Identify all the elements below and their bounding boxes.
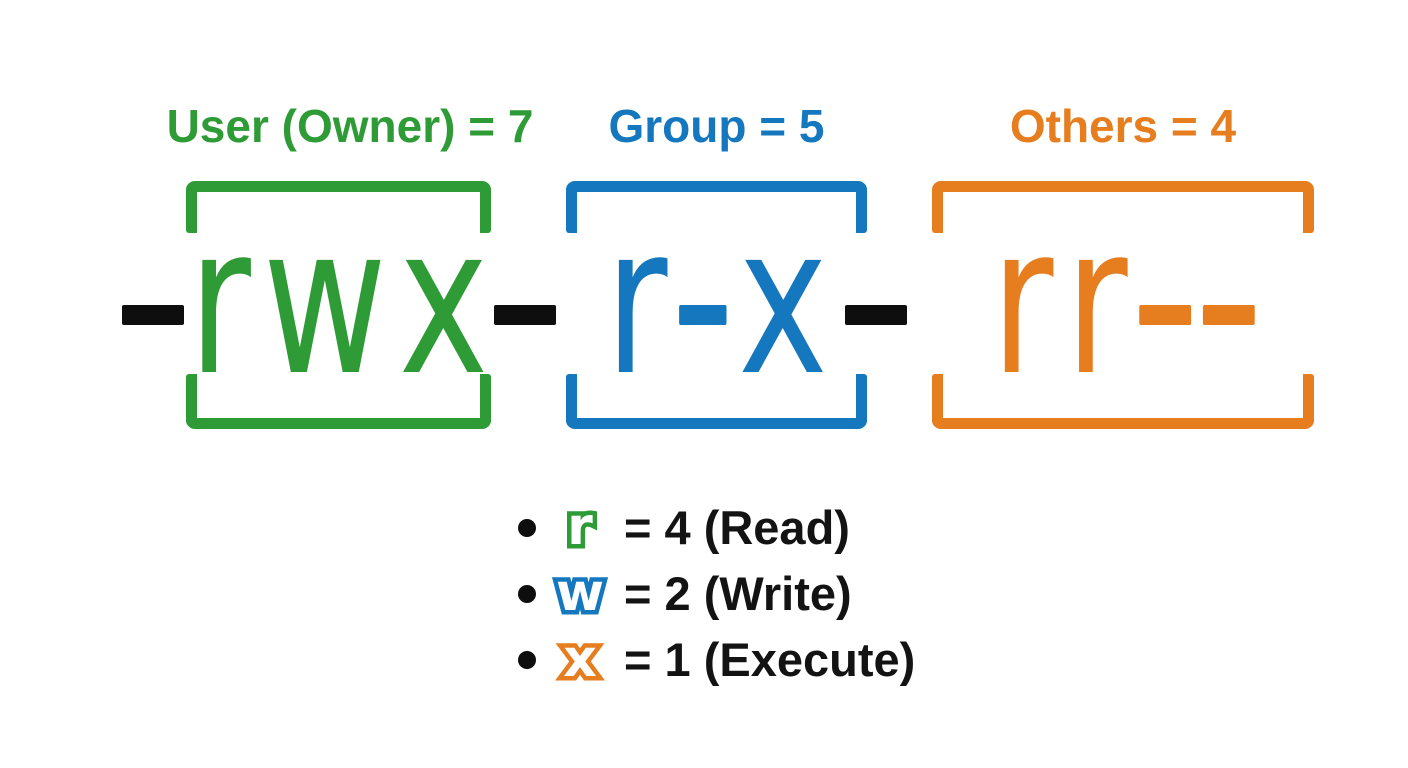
others-top-bracket bbox=[932, 181, 1314, 233]
permission-letter-r: r bbox=[605, 183, 668, 421]
permission-letter-w: w bbox=[262, 183, 387, 421]
read-symbol: r bbox=[563, 495, 598, 559]
permission-dash bbox=[122, 305, 184, 325]
permission-letter-x: x bbox=[398, 183, 489, 421]
group-label: Group = 5 bbox=[608, 100, 825, 152]
permission-letter-x: x bbox=[738, 183, 828, 421]
execute-value-text: = 1 (Execute) bbox=[624, 633, 916, 686]
legend-row-write: w = 2 (Write) bbox=[518, 561, 915, 625]
permission-letter-r: r bbox=[188, 183, 251, 421]
separator-dash-2 bbox=[836, 232, 916, 372]
permission-dash bbox=[1139, 305, 1192, 325]
permission-dash bbox=[494, 305, 556, 325]
user-top-bracket bbox=[186, 181, 491, 233]
read-value-text: = 4 (Read) bbox=[624, 501, 850, 554]
write-symbol: w bbox=[551, 561, 608, 625]
legend-row-execute: x = 1 (Execute) bbox=[518, 627, 916, 691]
legend-row-read: r = 4 (Read) bbox=[518, 495, 915, 559]
permission-letter-r: r bbox=[991, 183, 1054, 421]
permission-dash bbox=[1203, 305, 1255, 325]
user-bottom-bracket bbox=[186, 374, 491, 429]
group-bottom-bracket bbox=[566, 374, 867, 429]
separator-dash-1 bbox=[485, 232, 565, 372]
bullet-icon bbox=[518, 518, 536, 537]
group-top-bracket bbox=[566, 181, 867, 233]
bullet-icon bbox=[518, 584, 536, 603]
permission-dash bbox=[679, 305, 727, 325]
others-bottom-bracket bbox=[932, 374, 1314, 429]
bullet-icon bbox=[518, 650, 536, 669]
others-label: Others = 4 bbox=[1009, 100, 1237, 152]
write-value-text: = 2 (Write) bbox=[624, 567, 852, 620]
file-type-dash bbox=[113, 232, 193, 372]
permission-dash bbox=[845, 305, 907, 325]
user-owner-label: User (Owner) = 7 bbox=[166, 100, 534, 152]
legend: r = 4 (Read) w = 2 (Write) x = 1 (Execut… bbox=[518, 495, 916, 691]
execute-symbol: x bbox=[559, 627, 602, 691]
permission-letter-r: r bbox=[1065, 183, 1128, 421]
